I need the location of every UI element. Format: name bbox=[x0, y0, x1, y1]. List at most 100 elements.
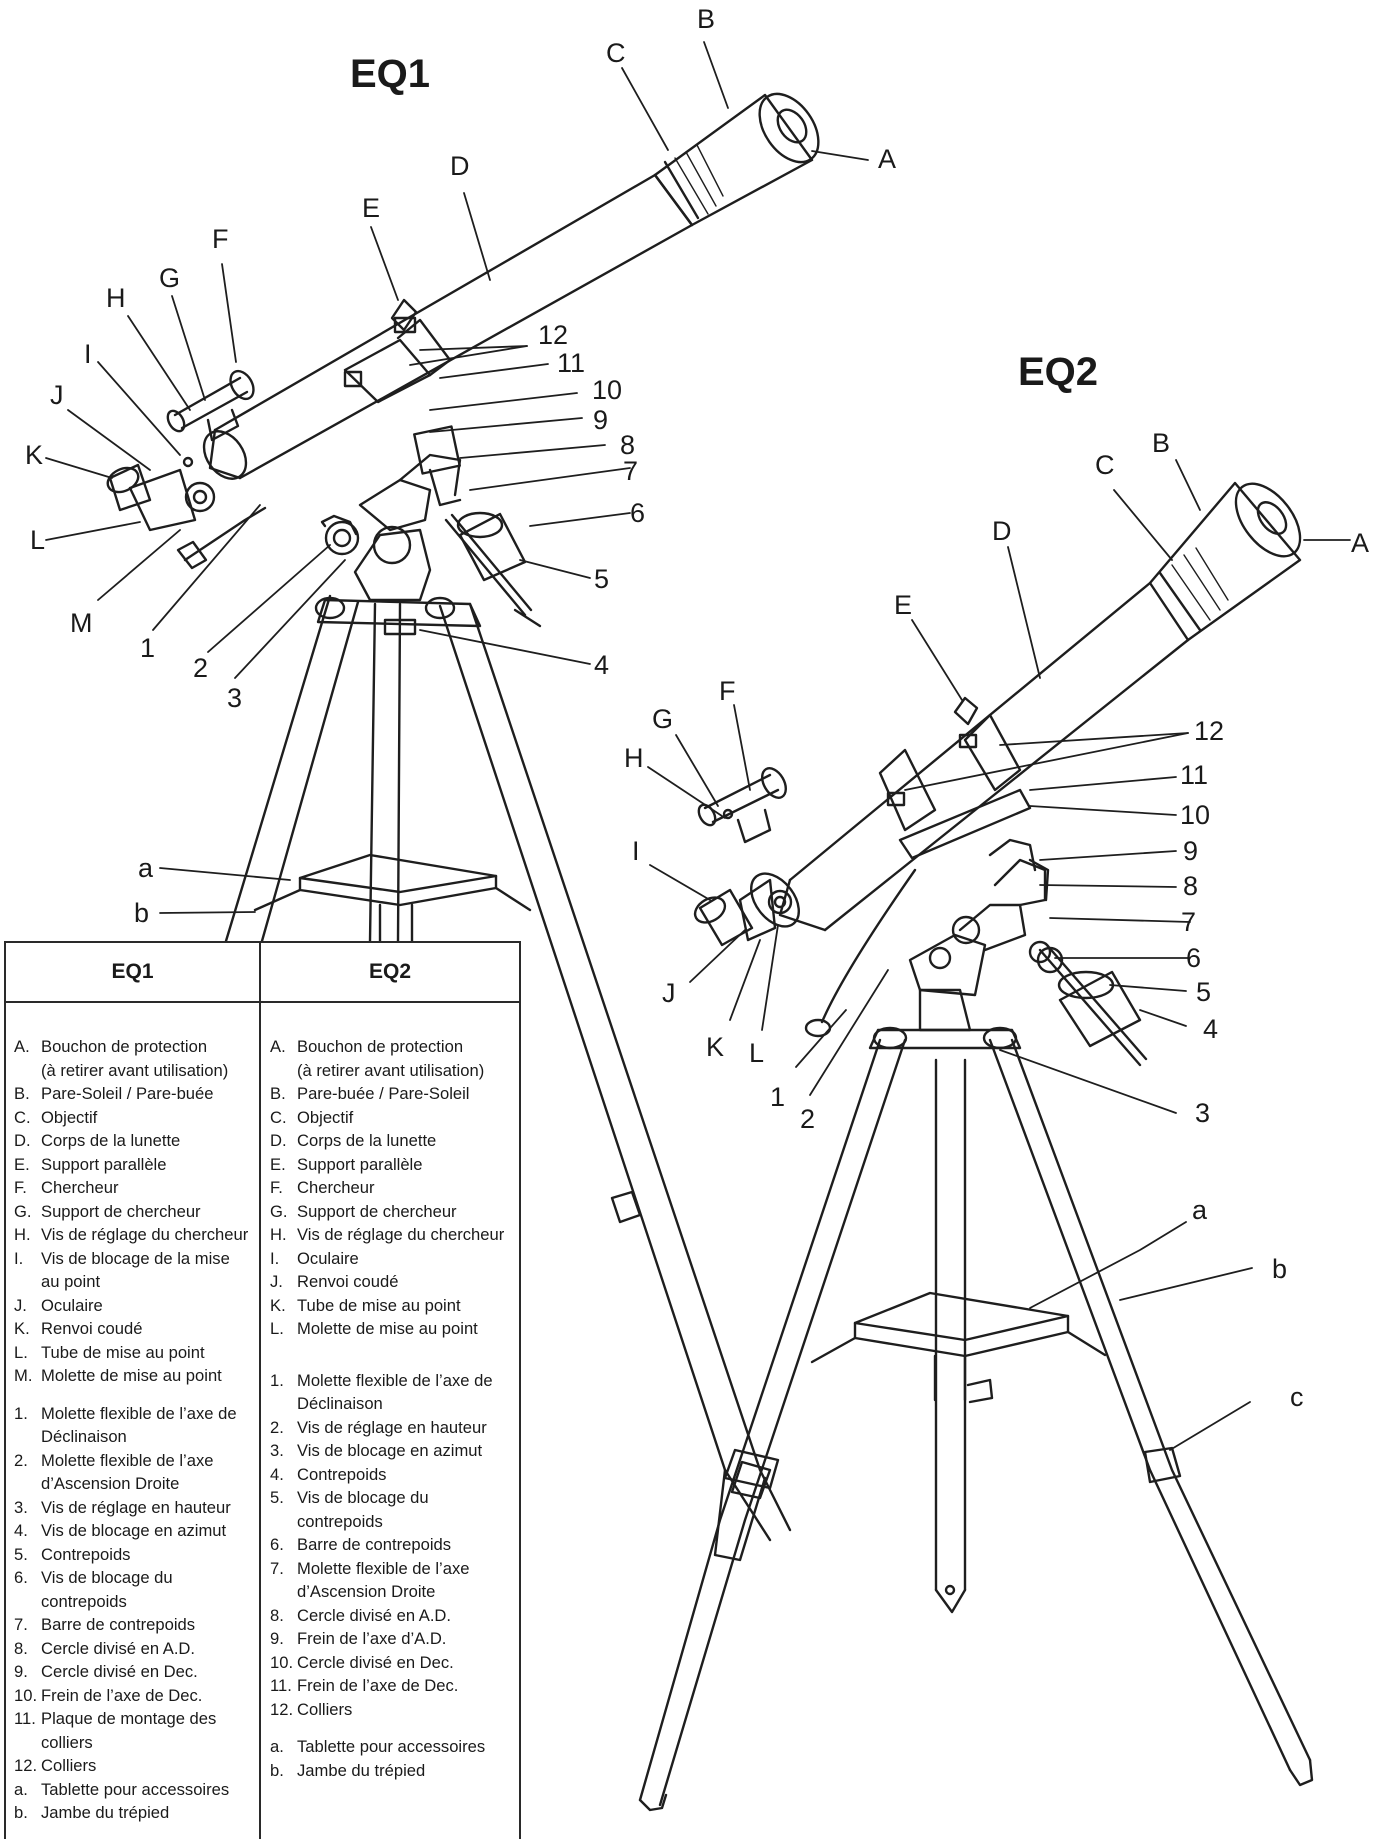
legend-item: A. Bouchon de protection bbox=[270, 1035, 522, 1059]
eq1-callout-M: M bbox=[70, 608, 93, 638]
legend-item-text: d’Ascension Droite bbox=[41, 1474, 180, 1493]
legend-item-key bbox=[14, 1590, 41, 1614]
legend-item-text: Vis de blocage du bbox=[41, 1568, 173, 1587]
legend-item: 6.Barre de contrepoids bbox=[270, 1533, 522, 1557]
legend-item: F.Chercheur bbox=[270, 1176, 522, 1200]
legend-item: Déclinaison bbox=[270, 1392, 522, 1416]
legend-spacer bbox=[270, 1355, 522, 1369]
legend-item-text: Vis de réglage en hauteur bbox=[297, 1417, 487, 1437]
legend-item-text: Corps de la lunette bbox=[41, 1131, 181, 1150]
legend-item-text: Bouchon de protection bbox=[297, 1037, 464, 1056]
legend-item: A.Bouchon de protection bbox=[14, 1035, 259, 1059]
legend-item-text: Tube de mise au point bbox=[297, 1295, 461, 1315]
legend-eq2-column: A.Bouchon de protection(à retirer avant … bbox=[270, 1003, 522, 1839]
legend-item-key: C. bbox=[14, 1107, 31, 1127]
legend-item-key: I. bbox=[270, 1248, 280, 1268]
legend-item-text: Frein de l’axe de Dec. bbox=[41, 1685, 203, 1705]
legend-item: 8.Cercle divisé en A.D. bbox=[14, 1637, 259, 1661]
eq1-callout-5: 5 bbox=[594, 564, 610, 594]
eq1-counterweight bbox=[444, 511, 542, 628]
eq2-callout-A: A bbox=[1351, 528, 1370, 558]
legend-item: a.Tablette pour accessoires bbox=[14, 1778, 259, 1802]
eq2-callout-H: H bbox=[624, 743, 644, 773]
eq1-callout-a: a bbox=[138, 853, 154, 883]
legend-item-text: Pare-Soleil / Pare-buée bbox=[41, 1084, 214, 1103]
legend-item: 10.Frein de l’axe de Dec. bbox=[14, 1684, 259, 1708]
legend-item-key: A. bbox=[270, 1037, 286, 1056]
eq2-callout-10: 10 bbox=[1180, 800, 1211, 830]
legend-item: 8.Cercle divisé en A.D. bbox=[270, 1604, 522, 1628]
legend-eq1-header: EQ1 bbox=[6, 943, 259, 1003]
legend-item-text: Vis de réglage en hauteur bbox=[41, 1497, 231, 1517]
legend-item-key: 3. bbox=[14, 1497, 28, 1517]
legend-item-key: 3. bbox=[270, 1441, 284, 1460]
legend-item-text: Oculaire bbox=[41, 1295, 103, 1315]
legend-item: d’Ascension Droite bbox=[270, 1580, 522, 1604]
eq1-callout-12: 12 bbox=[538, 320, 569, 350]
legend-item-key bbox=[14, 1472, 41, 1496]
legend-item-key: J. bbox=[270, 1272, 283, 1291]
eq1-callout-J: J bbox=[50, 380, 64, 410]
eq1-callout-F: F bbox=[212, 224, 229, 254]
legend-item: H.Vis de réglage du chercheur bbox=[14, 1223, 259, 1247]
legend-item-text: Colliers bbox=[297, 1699, 353, 1719]
legend-item: 7.Barre de contrepoids bbox=[14, 1613, 259, 1637]
legend-item: G.Support de chercheur bbox=[14, 1200, 259, 1224]
legend-item-key: K. bbox=[14, 1319, 30, 1338]
legend-item-text: Vis de blocage de la mise bbox=[41, 1248, 230, 1268]
legend-item-text: Pare-buée / Pare-Soleil bbox=[297, 1084, 470, 1103]
eq2-callout-6: 6 bbox=[1186, 943, 1202, 973]
legend-item-text: contrepoids bbox=[41, 1591, 127, 1611]
legend-item-text: Cercle divisé en Dec. bbox=[41, 1662, 198, 1681]
legend-item-key bbox=[270, 1510, 297, 1534]
eq1-callout-B: B bbox=[697, 4, 716, 34]
legend-item-key: K. bbox=[270, 1295, 286, 1315]
eq1-callout-3: 3 bbox=[227, 683, 243, 713]
legend-item-key: D. bbox=[14, 1131, 31, 1150]
eq2-callout-B: B bbox=[1152, 428, 1171, 458]
legend-item-key: 9. bbox=[270, 1629, 284, 1648]
legend-item: 6.Vis de blocage du bbox=[14, 1566, 259, 1590]
legend-item: b.Jambe du trépied bbox=[270, 1759, 522, 1783]
legend-item: (à retirer avant utilisation) bbox=[14, 1059, 259, 1083]
legend-item-text: Vis de blocage en azimut bbox=[297, 1441, 483, 1460]
legend-item-key: M. bbox=[14, 1366, 33, 1385]
legend-item-text: Contrepoids bbox=[297, 1464, 387, 1484]
legend-item: B.Pare-Soleil / Pare-buée bbox=[14, 1082, 259, 1106]
eq1-tripod-legs bbox=[224, 594, 792, 1562]
legend-item: J.Renvoi coudé bbox=[270, 1270, 522, 1294]
eq1-main-tube bbox=[106, 92, 820, 532]
eq2-callout-8: 8 bbox=[1183, 871, 1199, 901]
legend-item-text: Colliers bbox=[41, 1756, 97, 1775]
legend-spacer bbox=[14, 1388, 259, 1402]
legend-item-key: 12. bbox=[14, 1756, 38, 1775]
legend-item: L.Tube de mise au point bbox=[14, 1341, 259, 1365]
eq2-callout-D: D bbox=[992, 516, 1012, 546]
eq1-callout-H: H bbox=[106, 283, 126, 313]
eq2-title: EQ2 bbox=[1018, 350, 1099, 394]
legend-item: B.Pare-buée / Pare-Soleil bbox=[270, 1082, 522, 1106]
eq1-telescope-drawing bbox=[106, 92, 820, 1562]
legend-item-key: a. bbox=[14, 1779, 28, 1799]
eq1-callout-9: 9 bbox=[593, 405, 609, 435]
eq2-callout-J: J bbox=[662, 978, 676, 1008]
legend-item-key: C. bbox=[270, 1107, 287, 1127]
legend-item: K. Tube de mise au point bbox=[270, 1294, 522, 1318]
legend-item-text: Tube de mise au point bbox=[41, 1342, 205, 1362]
eq2-tripod-head bbox=[868, 1028, 1022, 1050]
legend-item: I.Vis de blocage de la mise bbox=[14, 1247, 259, 1271]
legend-item: 5.Contrepoids bbox=[14, 1543, 259, 1567]
legend-item: colliers bbox=[14, 1731, 259, 1755]
legend-item-key: 1. bbox=[14, 1403, 28, 1423]
eq2-mount bbox=[908, 838, 1148, 1067]
legend-item: d’Ascension Droite bbox=[14, 1472, 259, 1496]
eq2-callout-7: 7 bbox=[1181, 907, 1197, 937]
eq2-telescope-drawing bbox=[638, 481, 1314, 1812]
legend-item-key: J. bbox=[14, 1295, 27, 1315]
eq2-callout-1: 1 bbox=[770, 1082, 786, 1112]
legend-item-key: 7. bbox=[270, 1558, 284, 1578]
legend-item: 9.Frein de l’axe d’A.D. bbox=[270, 1627, 522, 1651]
eq1-callout-2: 2 bbox=[193, 653, 209, 683]
legend-item: 12.Colliers bbox=[270, 1698, 522, 1722]
